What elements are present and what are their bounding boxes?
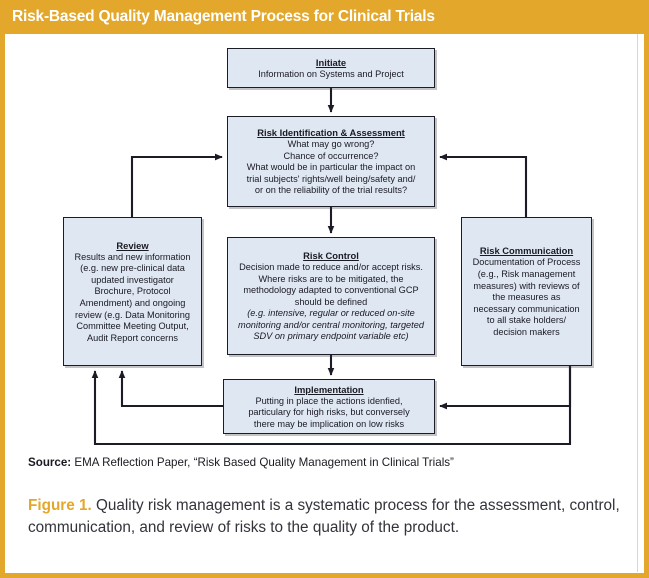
node-review[interactable]: Review Results and new information (e.g.…	[63, 217, 202, 366]
edge-implementation-to-review	[118, 370, 223, 408]
node-risk-identification[interactable]: Risk Identification & Assessment What ma…	[227, 116, 435, 207]
frame-accent-left	[0, 0, 5, 578]
edge-review-to-riskid	[130, 153, 223, 217]
source-label: Source:	[28, 456, 72, 469]
figure-number: Figure 1.	[28, 497, 92, 514]
node-implementation-title: Implementation	[294, 383, 364, 395]
edge-bottom-return-to-review	[91, 364, 572, 446]
node-review-body: Results and new information (e.g. new pr…	[74, 251, 191, 343]
frame-accent-bottom	[0, 573, 649, 578]
node-implementation[interactable]: Implementation Putting in place the acti…	[223, 379, 435, 434]
edge-riskcomm-to-riskid	[439, 153, 528, 217]
header-bar: Risk-Based Quality Management Process fo…	[0, 0, 649, 34]
node-review-title: Review	[116, 239, 149, 251]
node-implementation-body: Putting in place the actions idenfied, p…	[248, 395, 410, 429]
source-text: EMA Reflection Paper, “Risk Based Qualit…	[71, 456, 454, 469]
flowchart-diagram: Initiate Information on Systems and Proj…	[0, 34, 649, 449]
node-risk-control-body: Decision made to reduce and/or accept ri…	[239, 261, 423, 307]
node-initiate[interactable]: Initiate Information on Systems and Proj…	[227, 48, 435, 88]
node-risk-control-example: (e.g. intensive, regular or reduced on-s…	[238, 308, 424, 342]
node-risk-control-title: Risk Control	[303, 249, 359, 261]
page-title: Risk-Based Quality Management Process fo…	[12, 8, 435, 25]
node-risk-identification-title: Risk Identification & Assessment	[257, 127, 405, 139]
node-initiate-title: Initiate	[315, 56, 347, 68]
node-risk-communication-title: Risk Communication	[479, 245, 574, 257]
node-risk-identification-body: What may go wrong? Chance of occurrence?…	[246, 139, 416, 196]
node-risk-control[interactable]: Risk Control Decision made to reduce and…	[227, 237, 435, 355]
figure-caption: Figure 1. Quality risk management is a s…	[28, 495, 624, 538]
flowchart-connectors	[91, 88, 572, 446]
source-line: Source: EMA Reflection Paper, “Risk Base…	[28, 456, 454, 469]
figure-caption-text: Quality risk management is a systematic …	[28, 497, 620, 536]
node-initiate-body: Information on Systems and Project	[258, 68, 404, 79]
node-risk-communication[interactable]: Risk Communication Documentation of Proc…	[461, 217, 592, 366]
edge-riskcomm-loop-to-implementation	[439, 364, 572, 410]
node-risk-communication-body: Documentation of Process (e.g., Risk man…	[472, 257, 581, 337]
frame-inner-rule	[637, 34, 638, 572]
frame-accent-right	[644, 0, 649, 578]
